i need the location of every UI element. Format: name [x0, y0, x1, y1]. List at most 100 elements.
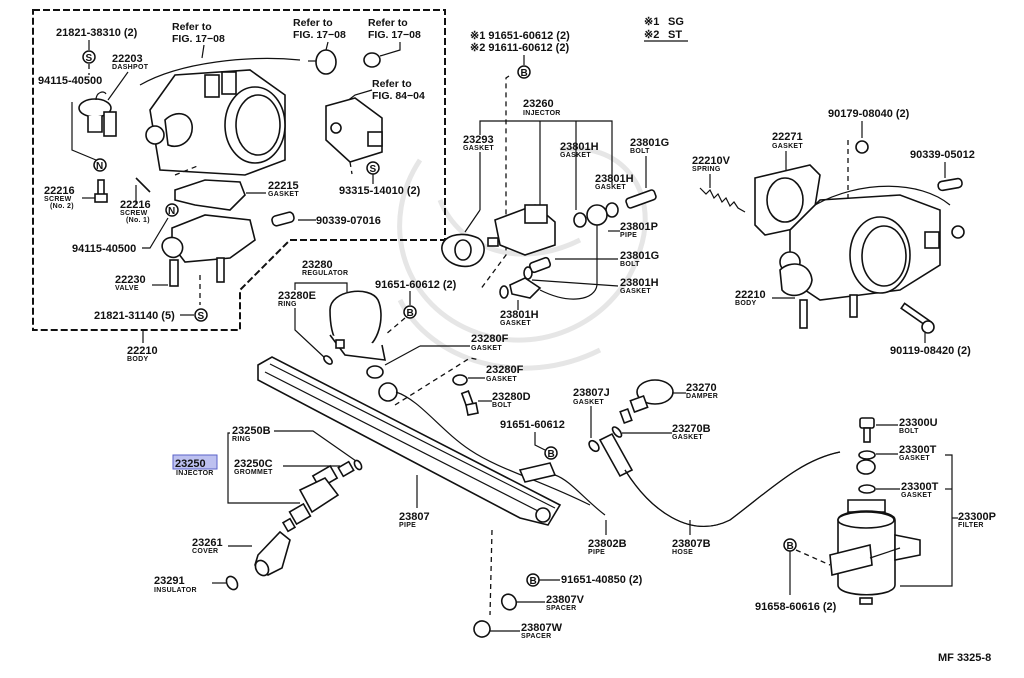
part-number: 23801P	[620, 221, 658, 233]
pipe-part	[271, 211, 295, 227]
vacuum-filter-part	[308, 49, 337, 75]
part-name: PIPE	[620, 232, 637, 239]
part-name: SCREW	[120, 210, 148, 217]
union-bolt-part	[625, 189, 657, 209]
gasket-ring-part	[573, 212, 587, 228]
svg-text:B: B	[521, 68, 528, 79]
part-name: GASKET	[500, 320, 531, 327]
part-number: 23801H	[500, 309, 539, 321]
svg-text:S: S	[86, 53, 93, 64]
part-number: 23300T	[901, 481, 939, 493]
part-name: PIPE	[588, 549, 605, 556]
part-number: 23270	[686, 382, 717, 394]
part-name: BOLT	[620, 261, 640, 268]
part-name: FILTER	[958, 522, 984, 529]
part-name: GASKET	[471, 345, 502, 352]
part-name: GASKET	[463, 145, 494, 152]
part-name: GASKET	[620, 288, 651, 295]
svg-text:S: S	[198, 311, 205, 322]
part-name: INJECTOR	[176, 470, 214, 477]
reference-figure: FIG. 17−08	[368, 29, 421, 41]
symbol-n-icon: N	[93, 158, 107, 172]
figure-code: MF 3325-8	[938, 652, 991, 664]
part-number: 90179-08040 (2)	[828, 108, 910, 120]
vsv-part	[363, 52, 381, 68]
svg-text:B: B	[407, 308, 414, 319]
gasket-ring-part	[523, 266, 533, 280]
throttle-body-part	[779, 185, 965, 329]
part-number: 93315-14010 (2)	[339, 185, 421, 197]
part-number: 23807W	[521, 622, 563, 634]
part-number: 23801H	[620, 277, 659, 289]
part-number: 90339-05012	[910, 149, 975, 161]
part-number: 23293	[463, 134, 494, 146]
screw-part	[94, 179, 108, 203]
o-ring-part	[323, 355, 333, 365]
sensor-part	[325, 97, 383, 163]
o-ring-part	[353, 459, 363, 471]
part-name: SPRING	[692, 166, 721, 173]
pressure-regulator-part	[329, 290, 387, 361]
pipe-part	[937, 177, 963, 192]
union-part	[856, 459, 876, 475]
bolt-part	[460, 390, 479, 416]
svg-text:S: S	[370, 164, 377, 175]
part-name: GASKET	[901, 492, 932, 499]
fuel-filter-part	[829, 499, 921, 605]
spacer-part	[473, 620, 491, 638]
part-number: 22210	[127, 345, 158, 357]
part-number: 22210V	[692, 155, 731, 167]
symbol-s-icon: S	[366, 161, 380, 175]
dashpot-part	[78, 91, 117, 137]
reference-label: Refer to	[293, 17, 333, 29]
part-name: BOLT	[492, 402, 512, 409]
part-number: 23802B	[588, 538, 627, 550]
reference-label: Refer to	[368, 17, 408, 29]
part-number: 22215	[268, 180, 299, 192]
part-name: BODY	[127, 356, 148, 363]
part-number: 23807B	[672, 538, 711, 550]
symbol-b-icon: B	[517, 65, 531, 79]
nut-part	[855, 140, 869, 154]
legend-mark-2: ※2	[644, 29, 659, 41]
spacer-part	[500, 593, 518, 611]
part-number: 91651-40850 (2)	[561, 574, 643, 586]
pulsation-damper-part	[619, 379, 674, 425]
part-number-highlighted[interactable]: 23250	[175, 458, 206, 470]
part-number: 91651-60612 (2)	[375, 279, 457, 291]
spring-part	[699, 187, 746, 213]
reference-figure: FIG. 17−08	[172, 33, 225, 45]
part-number: 23807	[399, 511, 430, 523]
part-name: GASKET	[573, 399, 604, 406]
reference-figure: FIG. 84−04	[372, 90, 425, 102]
part-number: 91651-60612	[500, 419, 565, 431]
part-number: 22216	[44, 185, 75, 197]
symbol-s-icon: S	[82, 50, 96, 64]
bolt-part	[900, 302, 935, 334]
part-name: HOSE	[672, 549, 693, 556]
part-number: 22230	[115, 274, 146, 286]
part-name: GASKET	[595, 184, 626, 191]
svg-text:B: B	[787, 541, 794, 552]
regulator-return-pipe-part	[378, 382, 591, 506]
part-name: SPACER	[546, 605, 576, 612]
reference-label: Refer to	[372, 78, 412, 90]
gasket-ring-part	[452, 374, 468, 386]
part-number: 23300U	[899, 417, 938, 429]
svg-text:B: B	[530, 576, 537, 587]
gasket-ring-part	[605, 202, 619, 218]
part-name: GASKET	[899, 455, 930, 462]
part-number: 90119-08420 (2)	[890, 345, 971, 357]
svg-text:N: N	[168, 206, 175, 217]
part-name: GASKET	[672, 434, 703, 441]
part-number: 23300T	[899, 444, 937, 456]
part-number: 94115-40500	[72, 243, 136, 255]
part-number: 23250C	[234, 458, 273, 470]
part-number: ※2 91611-60612 (2)	[470, 42, 569, 54]
svg-text:B: B	[548, 449, 555, 460]
symbol-n-icon: N	[165, 203, 179, 217]
fuel-injector-part	[281, 464, 340, 533]
part-name: PIPE	[399, 522, 416, 529]
bolt-part	[859, 417, 875, 443]
part-name: SPACER	[521, 633, 551, 640]
